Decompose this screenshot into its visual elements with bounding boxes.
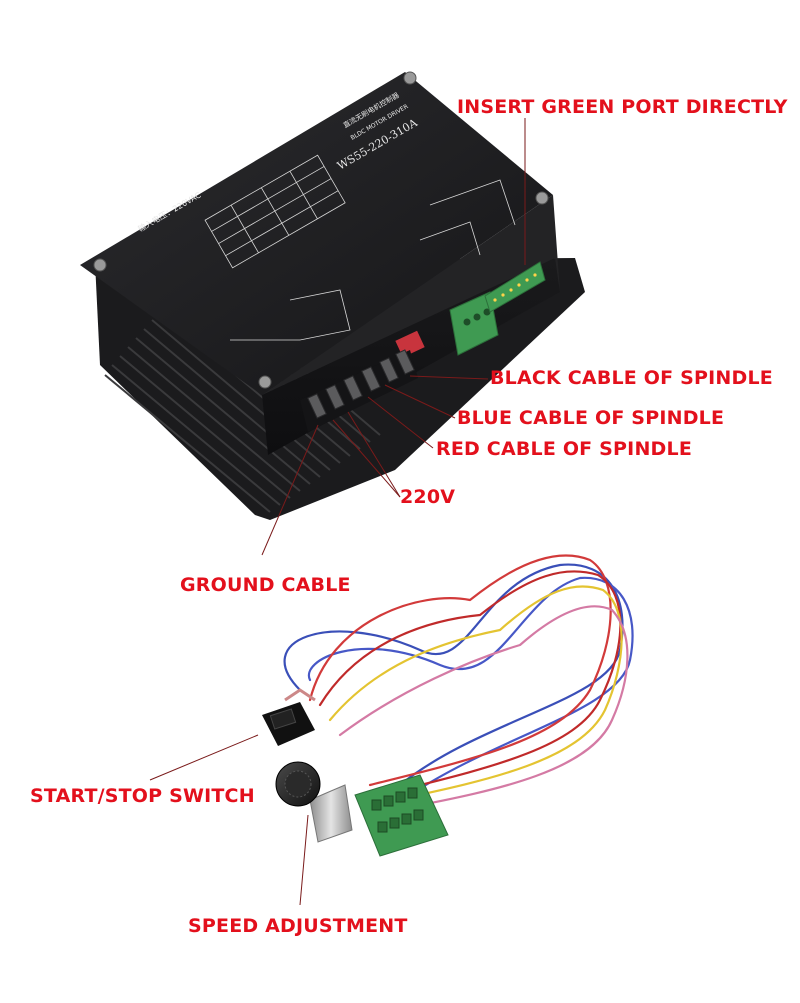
wire-red-2: [318, 570, 622, 797]
wire-pink: [338, 605, 629, 810]
driver-top-face: [80, 72, 553, 395]
callout-start-stop-switch: START/STOP SWITCH: [30, 785, 255, 807]
callout-speed-adjustment: SPEED ADJUSTMENT: [188, 915, 408, 937]
wire-red: [308, 554, 612, 787]
control-port-legend: [419, 179, 516, 256]
wire-yellow: [328, 585, 623, 802]
screw-left: [93, 258, 107, 272]
control-harness: [262, 554, 634, 857]
leader-blue-cable: [384, 384, 456, 419]
screw-bottom: [258, 375, 272, 389]
leader-start-stop: [149, 734, 259, 781]
leader-speed-adjustment: [299, 814, 309, 906]
callout-red-cable: RED CABLE OF SPINDLE: [436, 438, 693, 460]
leader-red-cable: [367, 396, 434, 449]
callout-ground-cable: GROUND CABLE: [180, 574, 351, 596]
power-terminal-block: [300, 349, 418, 432]
callout-insert-green-port: INSERT GREEN PORT DIRECTLY: [457, 96, 788, 118]
leader-220v-b: [332, 419, 401, 498]
motor-driver: WS55-220-310A 直流无刷电机控制器 BLDC MOTOR DRIVE…: [80, 71, 585, 520]
leader-220v-a: [347, 411, 401, 498]
leader-lines: [149, 118, 526, 906]
screw-top-right: [403, 71, 417, 85]
driver-green-header: [484, 261, 546, 313]
leader-ground-cable: [261, 424, 319, 556]
wire-blue-2: [307, 576, 634, 797]
callout-220v: 220V: [400, 486, 456, 508]
callout-black-cable: BLACK CABLE OF SPINDLE: [490, 367, 773, 389]
speed-potentiometer: [275, 761, 353, 843]
harness-wires: [283, 554, 634, 810]
harness-green-plug: [354, 774, 449, 857]
callout-blue-cable: BLUE CABLE OF SPINDLE: [457, 407, 725, 429]
wire-blue: [283, 563, 624, 787]
start-stop-switch: [262, 688, 316, 746]
driver-green-connector: [449, 291, 499, 356]
screw-right: [535, 191, 549, 205]
dip-switch-table: [204, 154, 346, 269]
driver-top-edge: [262, 195, 560, 395]
leader-black-cable: [409, 375, 489, 380]
motor-phase-box: [230, 289, 351, 341]
